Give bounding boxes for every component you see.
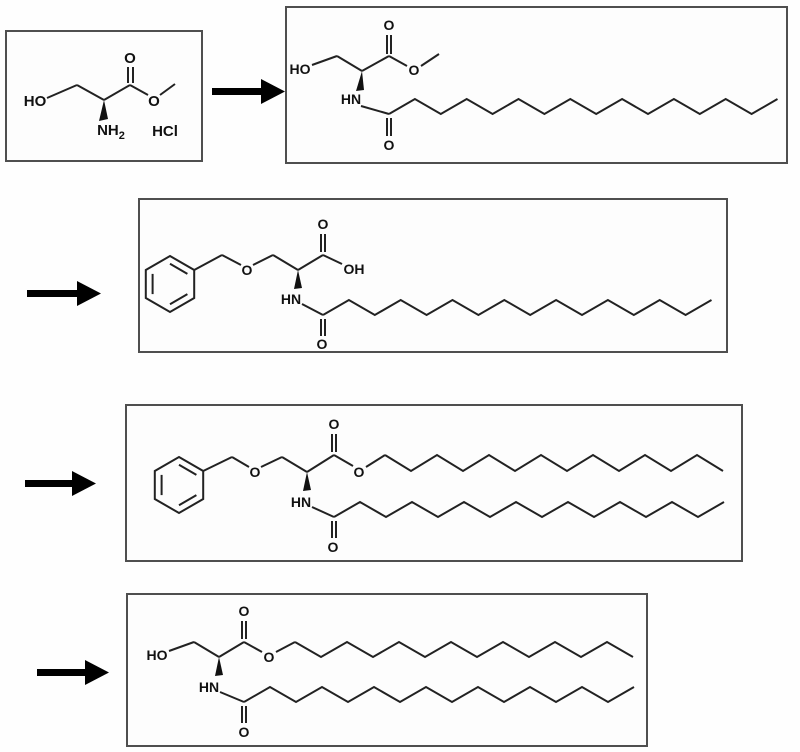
stereo-wedge-bond (294, 270, 302, 289)
atom-label-ether-o: O (250, 464, 261, 480)
molecule-serine-methyl-ester-hcl: HO O O NH2 HCl (24, 50, 178, 142)
atom-label-amide-o: O (239, 724, 250, 740)
product-box-3: O O O HN O (125, 404, 743, 562)
atom-label-carbonyl-o: O (329, 416, 340, 432)
atom-label-ho: HO (24, 93, 47, 110)
atom-label-carbonyl-o: O (239, 603, 250, 619)
atom-label-ether-o: O (242, 262, 253, 278)
salt-label-hcl: HCl (152, 123, 178, 140)
stereo-wedge-bond (99, 100, 108, 121)
ester-alkyl-chain (294, 640, 634, 659)
stereo-wedge-bond (303, 472, 311, 491)
molecule-o-benzyl-n-acyl-serine-alkyl-ester: O O O HN O (153, 416, 725, 555)
atom-label-ester-o: O (354, 464, 365, 480)
reactant-box: HO O O NH2 HCl (5, 30, 203, 162)
reaction-arrow-3 (25, 471, 96, 496)
product-box-2: O O OH HN O (138, 198, 728, 353)
product-box-4: HO O O HN O (126, 593, 648, 747)
atom-label-carbonyl-o: O (384, 17, 395, 33)
stereo-wedge-bond (356, 71, 364, 91)
bond-skeleton (202, 434, 386, 538)
ester-alkyl-chain (384, 453, 724, 473)
reaction-arrow-4 (37, 660, 109, 685)
atom-label-amide-o: O (384, 137, 395, 153)
acyl-alkyl-chain (388, 97, 779, 116)
bond-skeleton (46, 67, 176, 101)
molecule-n-acyl-serine-methyl-ester: HO O O HN O (290, 17, 779, 153)
atom-label-ho: HO (147, 647, 168, 663)
molecule-n-acyl-serine-alkyl-ester: HO O O HN O (147, 603, 635, 740)
acyl-alkyl-chain (333, 500, 725, 519)
acyl-alkyl-chain (322, 298, 713, 317)
atom-label-hn: HN (341, 91, 361, 107)
product-box-1: HO O O HN O (285, 6, 788, 164)
bond-skeleton (311, 35, 440, 136)
atom-label-ester-o: O (409, 62, 420, 78)
bond-skeleton (168, 621, 296, 723)
atom-label-ester-o: O (264, 649, 275, 665)
reaction-arrow-1 (212, 79, 285, 104)
atom-label-amide-o: O (328, 539, 339, 555)
reaction-arrow-2 (27, 281, 101, 306)
benzene-ring (144, 254, 196, 314)
bond-skeleton (193, 234, 343, 336)
atom-label-ester-o: O (148, 93, 160, 110)
atom-label-hn: HN (291, 494, 311, 510)
atom-label-hn: HN (199, 679, 219, 695)
atom-label-ho: HO (290, 61, 311, 77)
molecule-o-benzyl-n-acyl-serine-acid: O O OH HN O (144, 216, 713, 351)
stereo-wedge-bond (215, 657, 223, 676)
atom-label-nh2: NH2 (97, 122, 125, 142)
atom-label-oh: OH (344, 261, 365, 277)
atom-label-hn: HN (281, 291, 301, 307)
atom-label-carbonyl-o: O (124, 50, 136, 67)
benzene-ring (153, 455, 205, 515)
acyl-alkyl-chain (243, 685, 635, 704)
atom-label-amide-o: O (317, 336, 328, 351)
atom-label-carbonyl-o: O (318, 216, 329, 232)
